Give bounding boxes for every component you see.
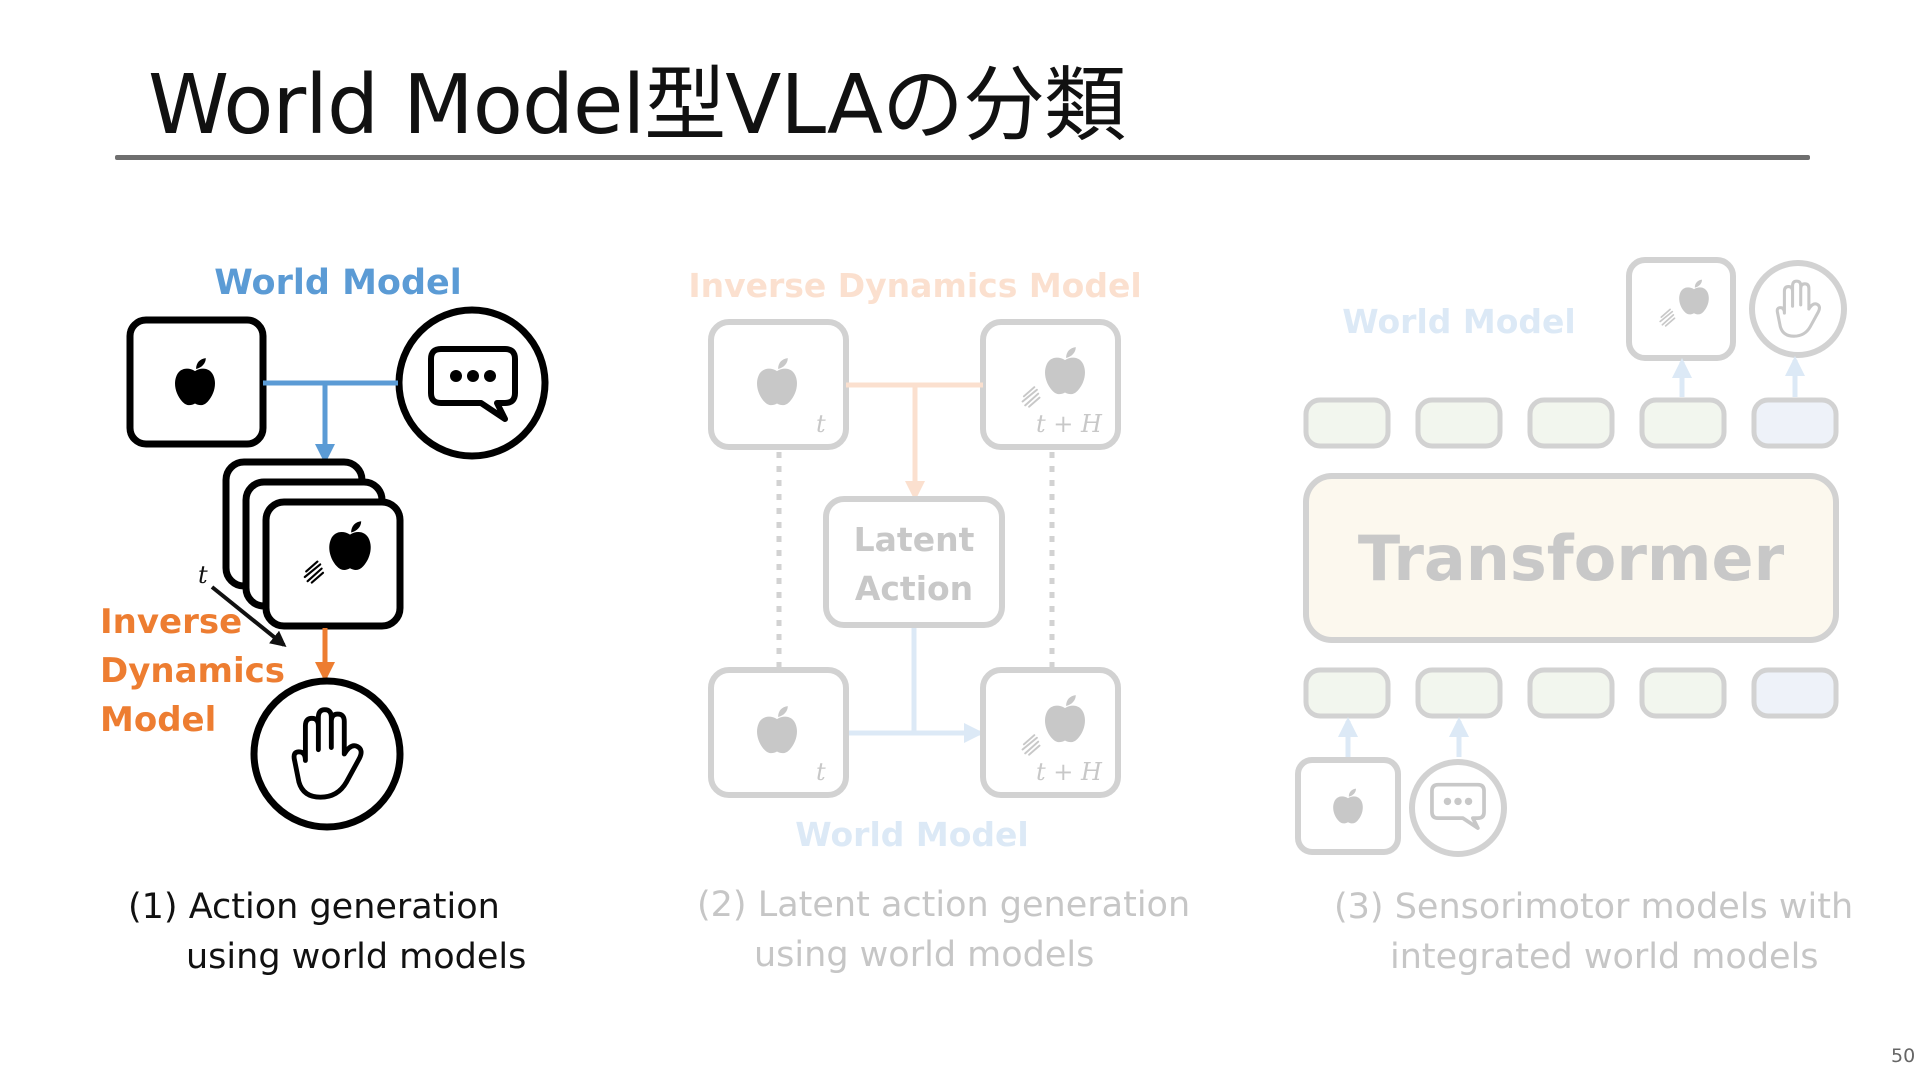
panel2-idm-label: Inverse Dynamics Model — [688, 266, 1141, 305]
time-arrow — [210, 585, 287, 648]
idm-label-line1: Inverse — [100, 602, 242, 642]
action-circle — [250, 677, 404, 831]
caption1-line2: using world models — [186, 937, 527, 977]
caption2-line1: (2) Latent action generation — [697, 885, 1191, 925]
title-divider — [115, 155, 1810, 160]
time-tH-top: t + H — [1036, 410, 1103, 438]
output-action-circle — [1749, 260, 1847, 358]
out-token — [1527, 397, 1615, 449]
out-token — [1303, 397, 1391, 449]
caption1-line1: (1) Action generation — [128, 887, 500, 927]
latent-line1: Latent — [854, 520, 975, 559]
time-label: t — [198, 561, 208, 589]
caption-panel3: (3) Sensorimotor models with integrated … — [1334, 882, 1853, 982]
transformer-label: Transformer — [1358, 522, 1785, 595]
in-token — [1415, 667, 1503, 719]
caption-panel1: (1) Action generation using world models — [128, 882, 526, 982]
page-number: 50 — [1891, 1045, 1916, 1067]
in-token — [1639, 667, 1727, 719]
output-frame — [1626, 257, 1736, 361]
panel-1: World Model t Inverse Dynamics Model — [100, 263, 549, 831]
out-token — [1751, 397, 1839, 449]
idm-label-line3: Model — [100, 700, 216, 740]
idm-label-line2: Dynamics — [100, 651, 285, 691]
panel3-world-model-label: World Model — [1342, 302, 1575, 341]
time-t-top: t — [816, 410, 826, 438]
instruction-circle — [395, 306, 549, 460]
panel1-world-model-label: World Model — [214, 263, 462, 303]
in-token — [1751, 667, 1839, 719]
panel-2: Inverse Dynamics Model t t + H Latent Ac… — [688, 266, 1141, 854]
caption-panel2: (2) Latent action generation using world… — [697, 880, 1190, 980]
latent-action-box — [823, 496, 1005, 628]
panel2-world-model-label: World Model — [795, 815, 1028, 854]
caption2-line2: using world models — [754, 935, 1095, 975]
time-tH-bottom: t + H — [1036, 758, 1103, 786]
out-token — [1415, 397, 1503, 449]
in-token — [1527, 667, 1615, 719]
transformer-block — [1303, 473, 1839, 643]
input-instruction-circle — [1409, 759, 1507, 857]
in-token — [1303, 667, 1391, 719]
caption3-line2: integrated world models — [1390, 937, 1819, 977]
latent-line2: Action — [855, 569, 973, 608]
time-t-bottom: t — [816, 758, 826, 786]
panel-3: World Model Transformer — [1295, 257, 1847, 857]
future-frame-front — [262, 498, 404, 630]
out-token — [1639, 397, 1727, 449]
caption3-line1: (3) Sensorimotor models with — [1334, 887, 1854, 927]
page-title: World Model型VLAの分類 — [148, 58, 1126, 153]
